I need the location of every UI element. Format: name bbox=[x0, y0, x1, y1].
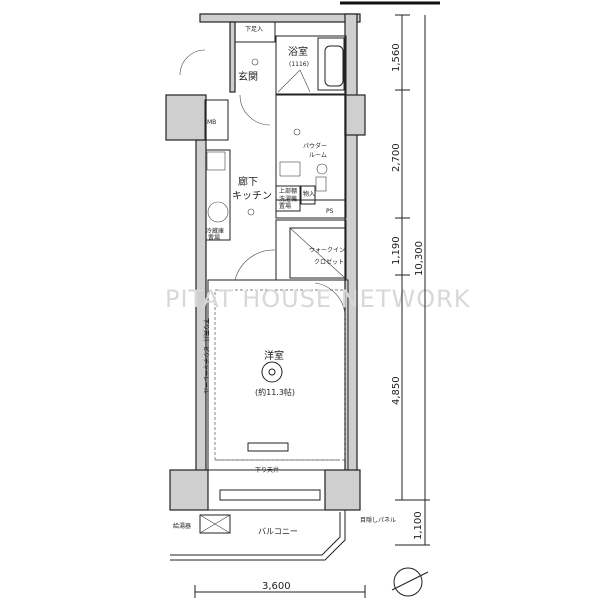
label-pipe-space: PS bbox=[326, 208, 334, 215]
label-water-heater: 給湯器 bbox=[173, 522, 191, 530]
label-picture-rail: ピクチャーレール bbox=[202, 346, 209, 394]
north-compass-icon bbox=[391, 567, 429, 597]
balcony-outline bbox=[170, 509, 346, 561]
label-privacy-panel: 目隠しパネル bbox=[360, 516, 396, 524]
label-powder-room-2: ルーム bbox=[309, 152, 327, 159]
label-entrance: 玄関 bbox=[238, 70, 258, 83]
label-fridge-2: 置場 bbox=[208, 234, 220, 242]
dimension-1190: 1,190 bbox=[391, 236, 402, 265]
label-walk-in-2: クロゼット bbox=[314, 258, 344, 266]
label-meter-box: MB bbox=[207, 119, 216, 126]
label-western-room: 洋室 bbox=[264, 349, 284, 362]
label-storage: 物入 bbox=[303, 190, 315, 198]
label-kitchen: キッチン bbox=[232, 190, 272, 202]
fixtures bbox=[206, 58, 328, 383]
label-bath: 浴室 bbox=[288, 45, 308, 58]
interior-walls bbox=[179, 21, 349, 501]
label-upper-cabinet: 上部棚 bbox=[279, 187, 297, 195]
label-shoe-storage: 下足入 bbox=[245, 26, 263, 33]
label-walk-in-1: ウォークイン bbox=[309, 246, 345, 254]
label-hallway: 廊下 bbox=[238, 175, 258, 188]
dimension-1100: 1,100 bbox=[413, 511, 424, 540]
watermark: PITAT HOUSE NETWORK bbox=[165, 285, 471, 313]
label-balcony: バルコニー bbox=[258, 527, 298, 536]
label-washer-2: 置場 bbox=[279, 202, 291, 210]
dimension-lines bbox=[194, 14, 430, 598]
dimension-2700: 2,700 bbox=[391, 143, 402, 172]
label-western-room-size: (約11.3帖) bbox=[255, 387, 295, 397]
label-lowered-ceiling-bottom: 下り天井 bbox=[255, 466, 279, 474]
dimension-4850: 4,850 bbox=[391, 376, 402, 405]
label-washer: 洗濯機 bbox=[279, 195, 297, 203]
label-lowered-ceiling-side: 下り天井 bbox=[202, 318, 210, 342]
label-powder-room-1: パウダー bbox=[303, 142, 327, 150]
label-fridge: 冷蔵庫 bbox=[206, 227, 224, 235]
label-bath-size: (1116) bbox=[289, 61, 309, 68]
dimension-total: 10,300 bbox=[414, 241, 425, 276]
dimension-1560: 1,560 bbox=[391, 43, 402, 72]
dimension-width: 3,600 bbox=[262, 581, 291, 592]
